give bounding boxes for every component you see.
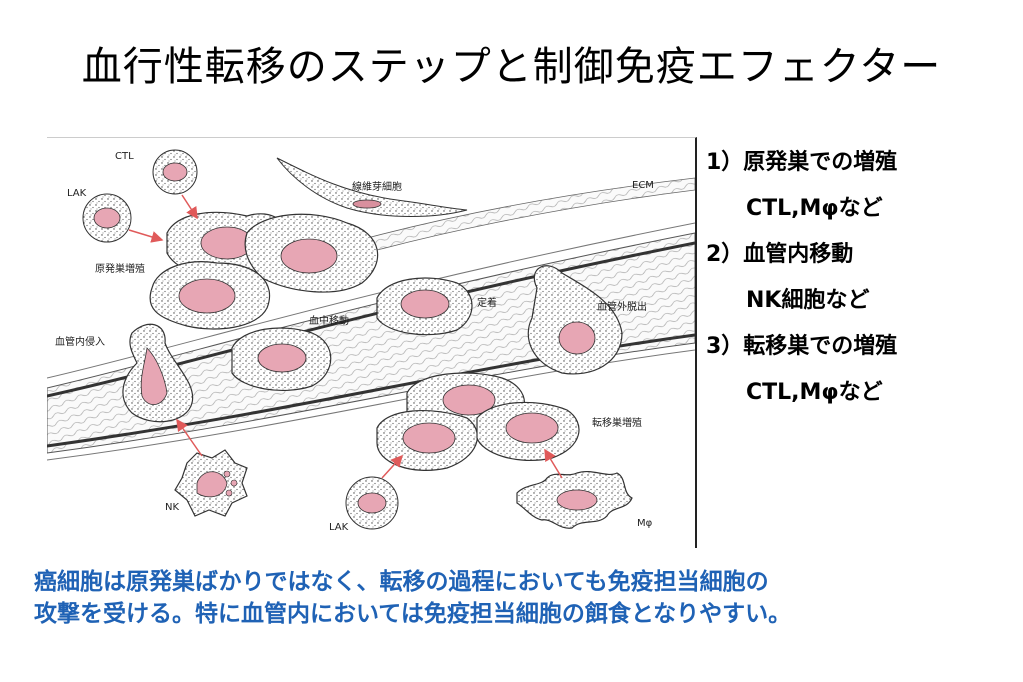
label-arrest: 定着 [477, 296, 497, 309]
label-fibroblast: 線維芽細胞 [352, 180, 402, 193]
step-1-effectors: CTL,Mφなど [746, 196, 883, 221]
extravasating-cell [527, 265, 623, 375]
page-title: 血行性転移のステップと制御免疫エフェクター [81, 44, 942, 90]
nk-cell [174, 449, 248, 517]
caption-line-1: 癌細胞は原発巣ばかりではなく、転移の過程においても免疫担当細胞の [34, 569, 769, 595]
effector-list: 1）原発巣での増殖 CTL,Mφなど 2）血管内移動 NK細胞など 3）転移巣で… [706, 152, 1016, 428]
arrow-lak-bottom [381, 454, 404, 479]
label-metastatic-growth: 転移巣増殖 [592, 416, 642, 429]
label-lak-bottom: LAK [329, 522, 349, 533]
arrow-nk [176, 418, 203, 457]
label-intravasation: 血管内侵入 [55, 335, 105, 348]
intravascular-cell [231, 327, 332, 392]
metastasis-diagram: CTL LAK 線維芽細胞 ECM 原発巣増殖 血管内侵入 血中移動 定着 血管… [47, 137, 697, 548]
primary-tumor [149, 211, 379, 330]
macrophage-cell [516, 470, 633, 529]
label-nk: NK [165, 502, 179, 513]
diagram-svg: CTL LAK 線維芽細胞 ECM 原発巣増殖 血管内侵入 血中移動 定着 血管… [47, 149, 695, 533]
step-3-heading: 3）転移巣での増殖 [706, 334, 898, 359]
step-1-heading: 1）原発巣での増殖 [706, 150, 898, 175]
fibroblast [276, 157, 468, 217]
ecm-layer [296, 177, 695, 271]
lak-cell-top [82, 193, 132, 243]
caption: 癌細胞は原発巣ばかりではなく、転移の過程においても免疫担当細胞の 攻撃を受ける。… [34, 566, 1004, 630]
arrow-macrophage [544, 448, 563, 479]
arrow-ctl [181, 194, 198, 220]
caption-line-2: 攻撃を受ける。特に血管内においては免疫担当細胞の餌食となりやすい。 [34, 601, 792, 627]
step-2-effectors: NK細胞など [746, 288, 870, 313]
effector-arrows [128, 194, 563, 479]
arrested-cell [376, 277, 473, 336]
label-macrophage: Mφ [637, 518, 653, 529]
ctl-cell [152, 149, 198, 195]
label-intravascular: 血中移動 [309, 314, 349, 327]
label-extravasation: 血管外脱出 [597, 300, 647, 313]
lak-cell-bottom [345, 476, 399, 530]
label-primary-growth: 原発巣増殖 [95, 262, 145, 275]
label-ctl: CTL [115, 151, 134, 162]
arrow-lak-top [128, 229, 164, 243]
step-2-heading: 2）血管内移動 [706, 242, 854, 267]
label-ecm: ECM [632, 180, 654, 191]
intravasating-cell [122, 323, 194, 423]
step-3-effectors: CTL,Mφなど [746, 380, 883, 405]
label-lak-top: LAK [67, 188, 87, 199]
